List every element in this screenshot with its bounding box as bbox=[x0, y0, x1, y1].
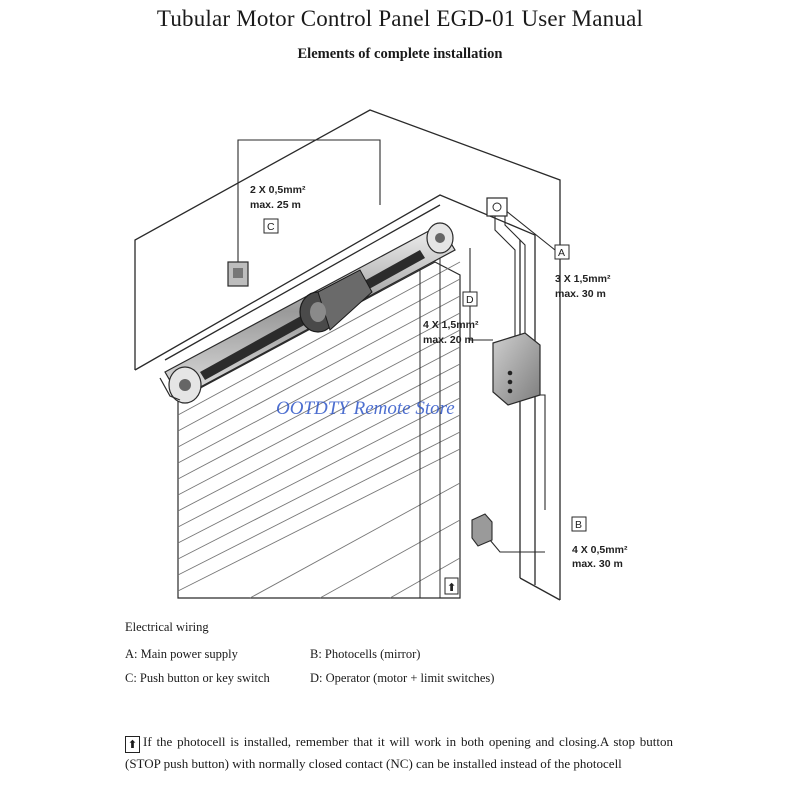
wiring-item-c: C: Push button or key switch bbox=[125, 671, 270, 685]
store-watermark: OOTDTY Remote Store bbox=[276, 398, 455, 419]
callout-a-label: A bbox=[558, 247, 565, 259]
callout-b: B 4 X 0,5mm² max. 30 m bbox=[571, 516, 628, 570]
callout-d-label: D bbox=[466, 294, 474, 306]
note-text: If the photocell is installed, remember … bbox=[125, 734, 673, 771]
installation-diagram: A 3 X 1,5mm² max. 30 m B 4 X 0,5mm² max.… bbox=[134, 109, 628, 601]
warning-marker-symbol: ⬆ bbox=[447, 581, 456, 594]
callout-a-spec-2: max. 30 m bbox=[555, 288, 606, 300]
callout-d-spec-2: max. 20 m bbox=[423, 334, 474, 346]
page-title: Tubular Motor Control Panel EGD-01 User … bbox=[156, 6, 644, 31]
wiring-title: Electrical wiring bbox=[125, 620, 209, 634]
wiring-item-a: A: Main power supply bbox=[125, 647, 238, 661]
wiring-item-b: B: Photocells (mirror) bbox=[310, 647, 421, 661]
callout-b-spec-2: max. 30 m bbox=[572, 558, 623, 570]
callout-a-spec-1: 3 X 1,5mm² bbox=[555, 273, 611, 285]
warning-marker: ⬆ bbox=[444, 577, 459, 595]
power-socket bbox=[486, 197, 508, 217]
page-subtitle: Elements of complete installation bbox=[297, 46, 503, 62]
rolling-shutter bbox=[177, 258, 461, 599]
callout-c: C 2 X 0,5mm² max. 25 m bbox=[250, 184, 306, 234]
tubular-motor bbox=[299, 269, 373, 333]
warning-icon: ⬆ bbox=[125, 736, 140, 753]
callout-c-spec-2: max. 25 m bbox=[250, 199, 301, 211]
callout-a: A 3 X 1,5mm² max. 30 m bbox=[554, 244, 611, 300]
callout-b-spec-1: 4 X 0,5mm² bbox=[572, 544, 628, 556]
control-panel-box bbox=[492, 332, 541, 406]
callout-d: D 4 X 1,5mm² max. 20 m bbox=[423, 291, 479, 346]
wiring-item-d: D: Operator (motor + limit switches) bbox=[310, 671, 495, 685]
callout-c-spec-1: 2 X 0,5mm² bbox=[250, 184, 306, 196]
photocell-device bbox=[471, 513, 493, 547]
callout-c-label: C bbox=[267, 221, 275, 233]
callout-d-spec-1: 4 X 1,5mm² bbox=[423, 319, 479, 331]
photocell-note: ⬆If the photocell is installed, remember… bbox=[125, 731, 673, 774]
push-button-device bbox=[227, 261, 249, 287]
callout-b-label: B bbox=[575, 519, 582, 531]
